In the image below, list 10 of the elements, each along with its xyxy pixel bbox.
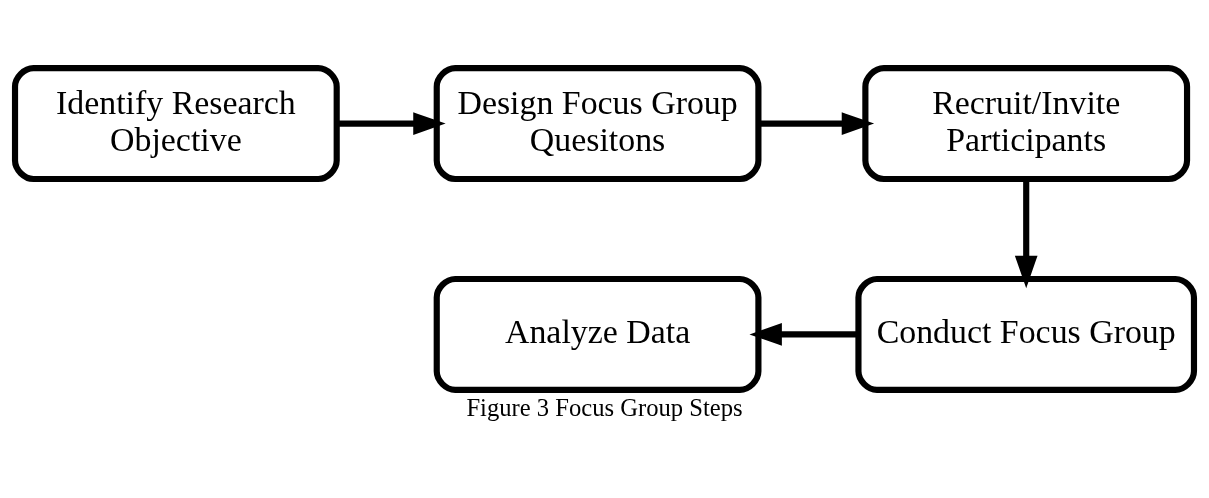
caption: Figure 3 Focus Group Steps xyxy=(466,393,743,421)
node-box: Recruit/Invite Participants xyxy=(862,65,1191,183)
node-box: Identify Research Objective xyxy=(11,65,340,183)
node-box: Design Focus Group Quesitons xyxy=(433,65,762,183)
node-box: Analyze Data xyxy=(433,275,762,393)
arrow xyxy=(749,323,859,346)
arrow xyxy=(1014,179,1038,289)
node-box: Conduct Focus Group xyxy=(855,275,1198,393)
arrow xyxy=(758,112,875,135)
arrow xyxy=(336,112,446,135)
